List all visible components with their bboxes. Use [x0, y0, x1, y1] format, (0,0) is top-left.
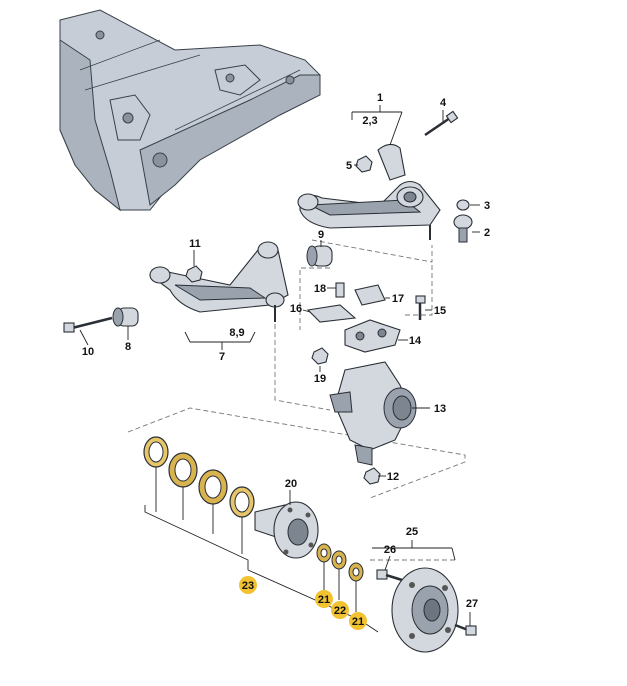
- assembly-dashed-lines: [127, 239, 466, 561]
- lower-wishbone: [149, 241, 289, 322]
- washer-22: [331, 550, 347, 570]
- bolt-26: [376, 569, 403, 582]
- label-3: 3: [484, 200, 490, 212]
- chassis-frame: [59, 9, 321, 212]
- label-2: 2: [484, 227, 490, 239]
- label-14: 14: [409, 335, 422, 347]
- nut-12: [363, 467, 381, 485]
- highlighted-callouts: 23 21 22 21: [239, 576, 367, 630]
- label-26: 26: [384, 544, 396, 556]
- label-2-3: 2,3: [362, 115, 377, 127]
- nut-5: [355, 155, 373, 173]
- label-12: 12: [387, 471, 399, 483]
- cap-3: [456, 199, 470, 211]
- bracket-16: [306, 304, 357, 323]
- label-9: 9: [318, 229, 324, 241]
- nut-11: [185, 265, 203, 283]
- nut-21-b: [348, 562, 364, 582]
- label-1: 1: [377, 92, 383, 104]
- label-7: 7: [219, 351, 225, 363]
- highlight-23: [239, 576, 257, 594]
- label-18: 18: [314, 283, 326, 295]
- label-19: 19: [314, 373, 326, 385]
- bolt-15: [415, 295, 426, 320]
- label-16: 16: [290, 303, 302, 315]
- bushing-8: [112, 307, 139, 327]
- label-13: 13: [434, 403, 446, 415]
- highlight-21-a: [315, 590, 333, 608]
- upper-wishbone: [297, 143, 441, 240]
- label-23: 23: [242, 580, 254, 592]
- label-4: 4: [440, 97, 447, 109]
- part-18: [335, 282, 345, 298]
- label-25: 25: [406, 526, 418, 538]
- bushing-9: [306, 245, 333, 267]
- label-8-9: 8,9: [229, 327, 244, 339]
- highlight-21-b: [349, 612, 367, 630]
- bearing-set: [143, 436, 255, 518]
- label-21-a: 21: [318, 594, 330, 606]
- label-11: 11: [189, 238, 201, 250]
- nut-21-a: [316, 543, 332, 563]
- label-22: 22: [334, 605, 346, 617]
- label-27: 27: [466, 598, 478, 610]
- brake-disc-25: [391, 567, 459, 653]
- label-8: 8: [125, 341, 131, 353]
- label-20: 20: [285, 478, 297, 490]
- steering-knuckle-13: [329, 361, 417, 466]
- label-5: 5: [346, 160, 352, 172]
- callout-labels: 1 2,3 4 5 3 2 9 11 18 17 16 15 10 8 8,9 …: [82, 92, 490, 610]
- nut-19: [311, 347, 329, 365]
- label-10: 10: [82, 346, 94, 358]
- bracket-14: [344, 319, 401, 353]
- bolt-27: [454, 623, 477, 636]
- bolt-4: [424, 110, 459, 137]
- ball-joint-2: [453, 214, 473, 243]
- label-21-b: 21: [352, 616, 364, 628]
- highlight-22: [331, 601, 349, 619]
- label-17: 17: [392, 293, 404, 305]
- wheel-hub-20: [254, 501, 319, 559]
- bolt-10: [63, 316, 113, 333]
- bracket-17: [354, 284, 386, 306]
- label-15: 15: [434, 305, 446, 317]
